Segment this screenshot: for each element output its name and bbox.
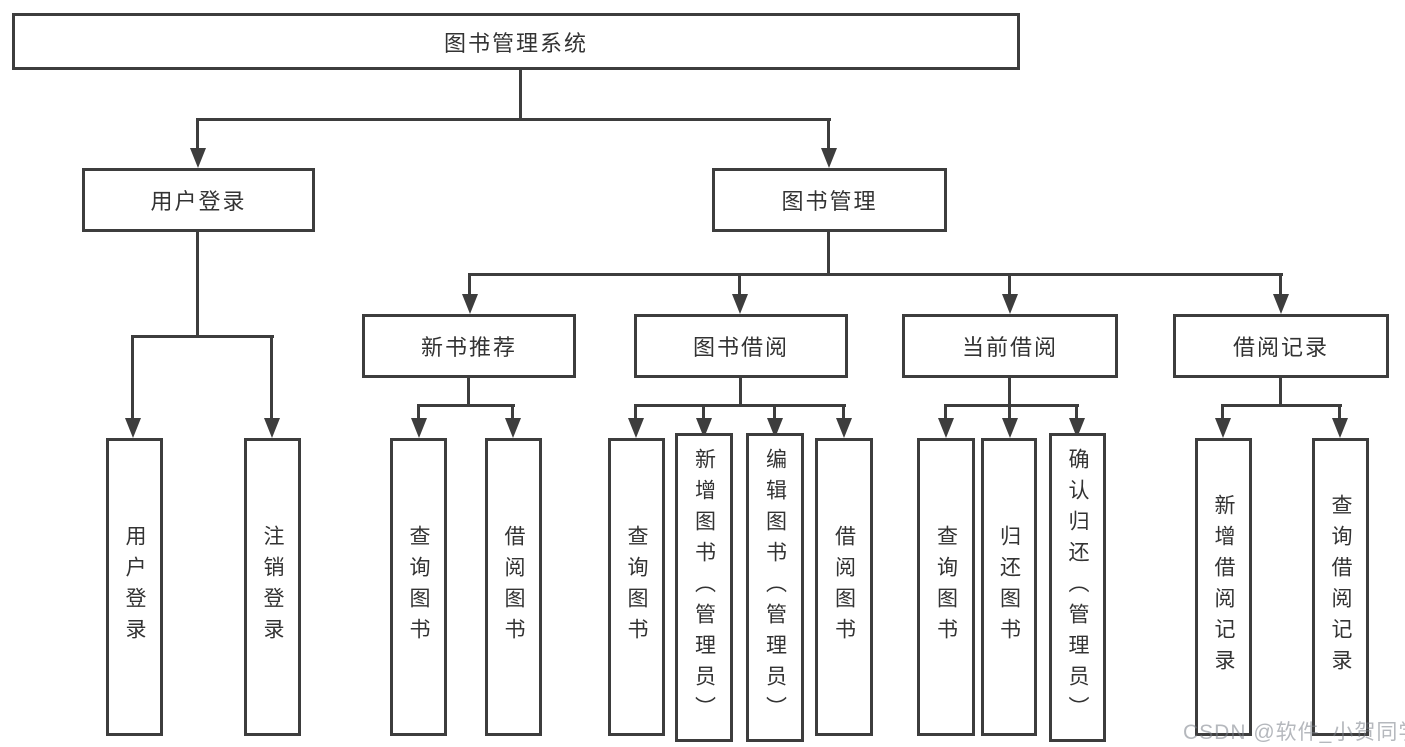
leaf-add-book-admin: 新增图书（管理员） <box>675 433 733 742</box>
node-borrow-records: 借阅记录 <box>1173 314 1389 378</box>
connector-borrow-horizontal <box>634 404 846 407</box>
leaf-logout: 注销登录 <box>244 438 301 736</box>
arrow-records-child-1 <box>1215 404 1231 438</box>
arrow-to-borrow-records <box>1273 273 1289 314</box>
node-book-borrow: 图书借阅 <box>634 314 848 378</box>
leaf-edit-book-admin: 编辑图书（管理员） <box>746 433 804 742</box>
arrow-to-logout-leaf <box>264 335 280 438</box>
leaf-borrow-books-recommend: 借阅图书 <box>485 438 542 736</box>
connector-recommend-vertical <box>467 378 470 404</box>
leaf-query-borrow-record: 查询借阅记录 <box>1312 438 1369 736</box>
node-label: 注销登录 <box>261 525 284 649</box>
connector-borrow-vertical <box>739 378 742 404</box>
arrow-to-user-login-leaf <box>125 335 141 438</box>
node-label: 当前借阅 <box>961 335 1058 360</box>
node-new-book-recommend: 新书推荐 <box>362 314 576 378</box>
leaf-confirm-return-admin: 确认归还（管理员） <box>1049 433 1106 742</box>
node-label: 用户登录 <box>123 525 146 649</box>
node-label: 查询借阅记录 <box>1329 494 1352 680</box>
connector-root-horizontal <box>197 118 831 121</box>
node-label: 编辑图书（管理员） <box>763 448 787 727</box>
node-label: 新增图书（管理员） <box>692 448 716 727</box>
connector-current-horizontal <box>944 404 1079 407</box>
node-library-management-system: 图书管理系统 <box>12 13 1020 70</box>
connector-records-vertical <box>1279 378 1282 404</box>
node-label: 图书借阅 <box>692 335 789 360</box>
node-user-login: 用户登录 <box>82 168 315 232</box>
connector-book-management-horizontal <box>468 273 1283 276</box>
arrow-to-book-management <box>821 118 837 168</box>
connector-book-management-vertical <box>827 232 830 276</box>
node-label: 归还图书 <box>997 525 1021 649</box>
arrow-to-book-borrow <box>732 273 748 314</box>
connector-records-horizontal <box>1221 404 1342 407</box>
node-label: 新书推荐 <box>420 335 517 360</box>
arrow-records-child-2 <box>1332 404 1348 438</box>
leaf-query-books-current: 查询图书 <box>917 438 975 736</box>
leaf-borrow-books-borrow: 借阅图书 <box>815 438 873 736</box>
leaf-add-borrow-record: 新增借阅记录 <box>1195 438 1252 736</box>
csdn-watermark: CSDN @软件_小贺同学 <box>1183 721 1405 744</box>
node-label: 图书管理 <box>781 189 878 214</box>
node-label: 图书管理系统 <box>443 30 588 56</box>
leaf-query-books-borrow: 查询图书 <box>608 438 665 736</box>
node-book-management: 图书管理 <box>712 168 947 232</box>
connector-current-vertical <box>1008 378 1011 404</box>
node-label: 新增借阅记录 <box>1212 494 1235 680</box>
node-label: 查询图书 <box>934 525 958 649</box>
leaf-query-books-recommend: 查询图书 <box>390 438 447 736</box>
node-label: 借阅图书 <box>832 525 856 649</box>
node-label: 借阅记录 <box>1232 335 1329 360</box>
node-label: 用户登录 <box>150 189 247 214</box>
leaf-return-book: 归还图书 <box>981 438 1037 736</box>
connector-recommend-horizontal <box>417 404 515 407</box>
connector-user-login-vertical <box>196 232 199 335</box>
arrow-recommend-child-1 <box>411 404 427 438</box>
node-label: 查询图书 <box>625 525 648 649</box>
arrow-to-current-borrow <box>1002 273 1018 314</box>
connector-user-login-horizontal <box>131 335 274 338</box>
arrow-to-user-login <box>190 118 206 168</box>
arrow-borrow-child-4 <box>836 404 852 438</box>
node-label: 确认归还（管理员） <box>1066 448 1089 727</box>
node-current-borrow: 当前借阅 <box>902 314 1118 378</box>
arrow-borrow-child-1 <box>628 404 644 438</box>
arrow-recommend-child-2 <box>505 404 521 438</box>
node-label: 借阅图书 <box>502 525 525 649</box>
connector-root-vertical <box>519 70 522 118</box>
arrow-to-new-book-recommend <box>462 273 478 314</box>
node-label: 查询图书 <box>407 525 430 649</box>
arrow-current-child-1 <box>938 404 954 438</box>
arrow-current-child-2 <box>1002 404 1018 438</box>
leaf-user-login: 用户登录 <box>106 438 163 736</box>
